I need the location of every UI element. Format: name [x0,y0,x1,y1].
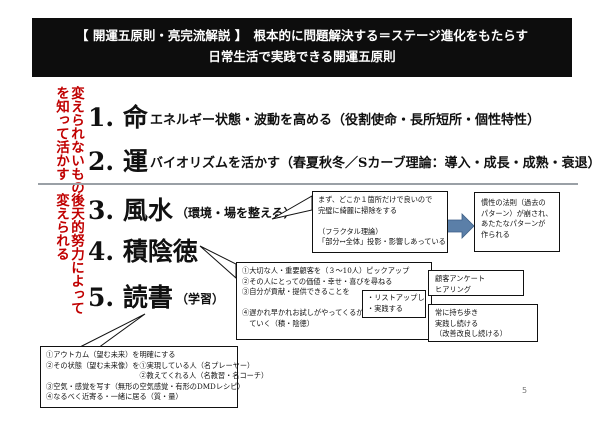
fengshui-pointer [271,195,313,220]
principle-1-title: 1. 命 [88,104,148,132]
reading-line-4: ③空気・感覚を写す（無形の空気感覚・有形のDMDレシピ） [46,381,245,391]
principle-2-number: 2. [88,147,115,176]
principle-2-desc: バイオリズムを活かす（春夏秋冬／Sカーブ理論：導入・成長・成熟・衰退） [150,156,601,171]
inertia-line-4: 作られる [481,229,510,239]
virtue-line-2: ②その人にとっての価値・幸せ・喜びを尋ねる [242,276,393,286]
reading-line-1: ①アウトカム（望む未来）を明確にする [46,350,176,359]
inertia-line-2: パターン）が崩され、 [481,208,553,218]
fengshui-line-1: まず、どこか１箇所だけで良いので [318,195,433,204]
fengshui-line-2: 完璧に綺麗に掃除をする [318,205,398,215]
principle-3-number: 3. [88,196,115,225]
virtue-line-3: ③自分が貢献・提供できることを [242,287,350,296]
title-line-1: 【 開運五原則・亮完流解説 】 根本的に問題解決する＝ステージ進化をもたらす [76,28,528,43]
reading-callout: ①アウトカム（望む未来）を明確にする ②その状態（望む未来像）を①実現している人… [40,346,269,408]
reading-line-5: ④なるべく近寄る・一緒に居る（質・量） [46,392,183,401]
inertia-callout: 慣性の法則（過去の パターン）が崩され、 あたたなパターンが 作られる [474,192,560,252]
inertia-line-1: 慣性の法則（過去の [481,198,546,207]
principle-5-name: 読書 [122,283,173,312]
principle-2-name: 運 [122,147,148,176]
principle-1-number: 1. [88,103,115,132]
fengshui-line-3 [318,216,442,227]
section-divider [38,183,578,185]
principle-1-name: 命 [122,103,148,132]
fengshui-callout: まず、どこか１箇所だけで良いので 完璧に綺麗に掃除をする （フラクタル理論） 「… [312,191,448,253]
side-label-lower-1: 後天的努力によって [68,193,84,315]
principle-4-title: 4. 積陰徳 [88,238,198,266]
principle-4-name: 積陰徳 [122,237,198,266]
principle-3-name: 風水 [122,196,173,225]
reading-line-3: ②教えてくれる人（名教習・名コーチ） [46,371,269,380]
virtue-bullets: ・リストアップし ・実践する [362,290,426,318]
title-line-2: 日常生活で実践できる開運五原則 [208,49,396,64]
principle-1-desc: エネルギー状態・波動を高める（役割使命・長所短所・個性特性） [150,113,541,128]
virtue-line-6: ていく（積・陰徳） [242,318,314,328]
title-banner: 【 開運五原則・亮完流解説 】 根本的に問題解決する＝ステージ進化をもたらす 日… [32,18,572,77]
page-number: 5 [522,386,528,395]
principle-3-title: 3. 風水 [88,197,173,225]
principle-5-desc: （学習） [176,292,225,306]
fengshui-line-4: （フラクタル理論） [318,226,383,236]
carry-callout: 常に持ち歩き 実践し続ける （改善改良し続ける） [428,304,538,342]
virtue-line-1: ①大切な人・重要顧客を（３〜10人）ピックアップ [242,266,410,275]
reading-pointer [77,313,146,349]
principle-5-number: 5. [88,283,115,312]
virtue-line-5: ④遅かれ早かれお試しがやってくるが、それを超え [242,308,407,317]
virtue-pointer [199,245,237,280]
survey-line-2: ヒアリング [435,284,471,294]
virtue-bullet-2: ・実践する [367,303,403,313]
survey-callout: 顧客アンケート ヒアリング [428,270,524,296]
principle-2-title: 2. 運 [88,148,148,176]
arrow-right-icon [444,213,475,239]
side-label-lower-2: 変えられる [53,193,69,261]
reading-line-2: ②その状態（望む未来像）を①実現している人（名プレーヤー） [46,360,255,370]
inertia-line-3: あたたなパターンが [481,219,546,228]
fengshui-line-5: 「部分↔全体」投影・影響しあっている [318,237,446,246]
side-label-upper-2: を知って活かす [53,86,69,181]
carry-line-3: （改善改良し続ける） [435,329,507,338]
principle-5-title: 5. 読書 [88,284,173,312]
virtue-bullet-1: ・リストアップし [367,293,425,302]
principle-3-desc: （環境・場を整える） [176,206,296,220]
carry-line-1: 常に持ち歩き [435,308,479,317]
side-label-upper-1: 変えられないもの [68,86,84,194]
carry-line-2: 実践し続ける [435,318,479,328]
principle-4-number: 4. [88,237,115,266]
survey-line-1: 顧客アンケート [435,274,486,283]
